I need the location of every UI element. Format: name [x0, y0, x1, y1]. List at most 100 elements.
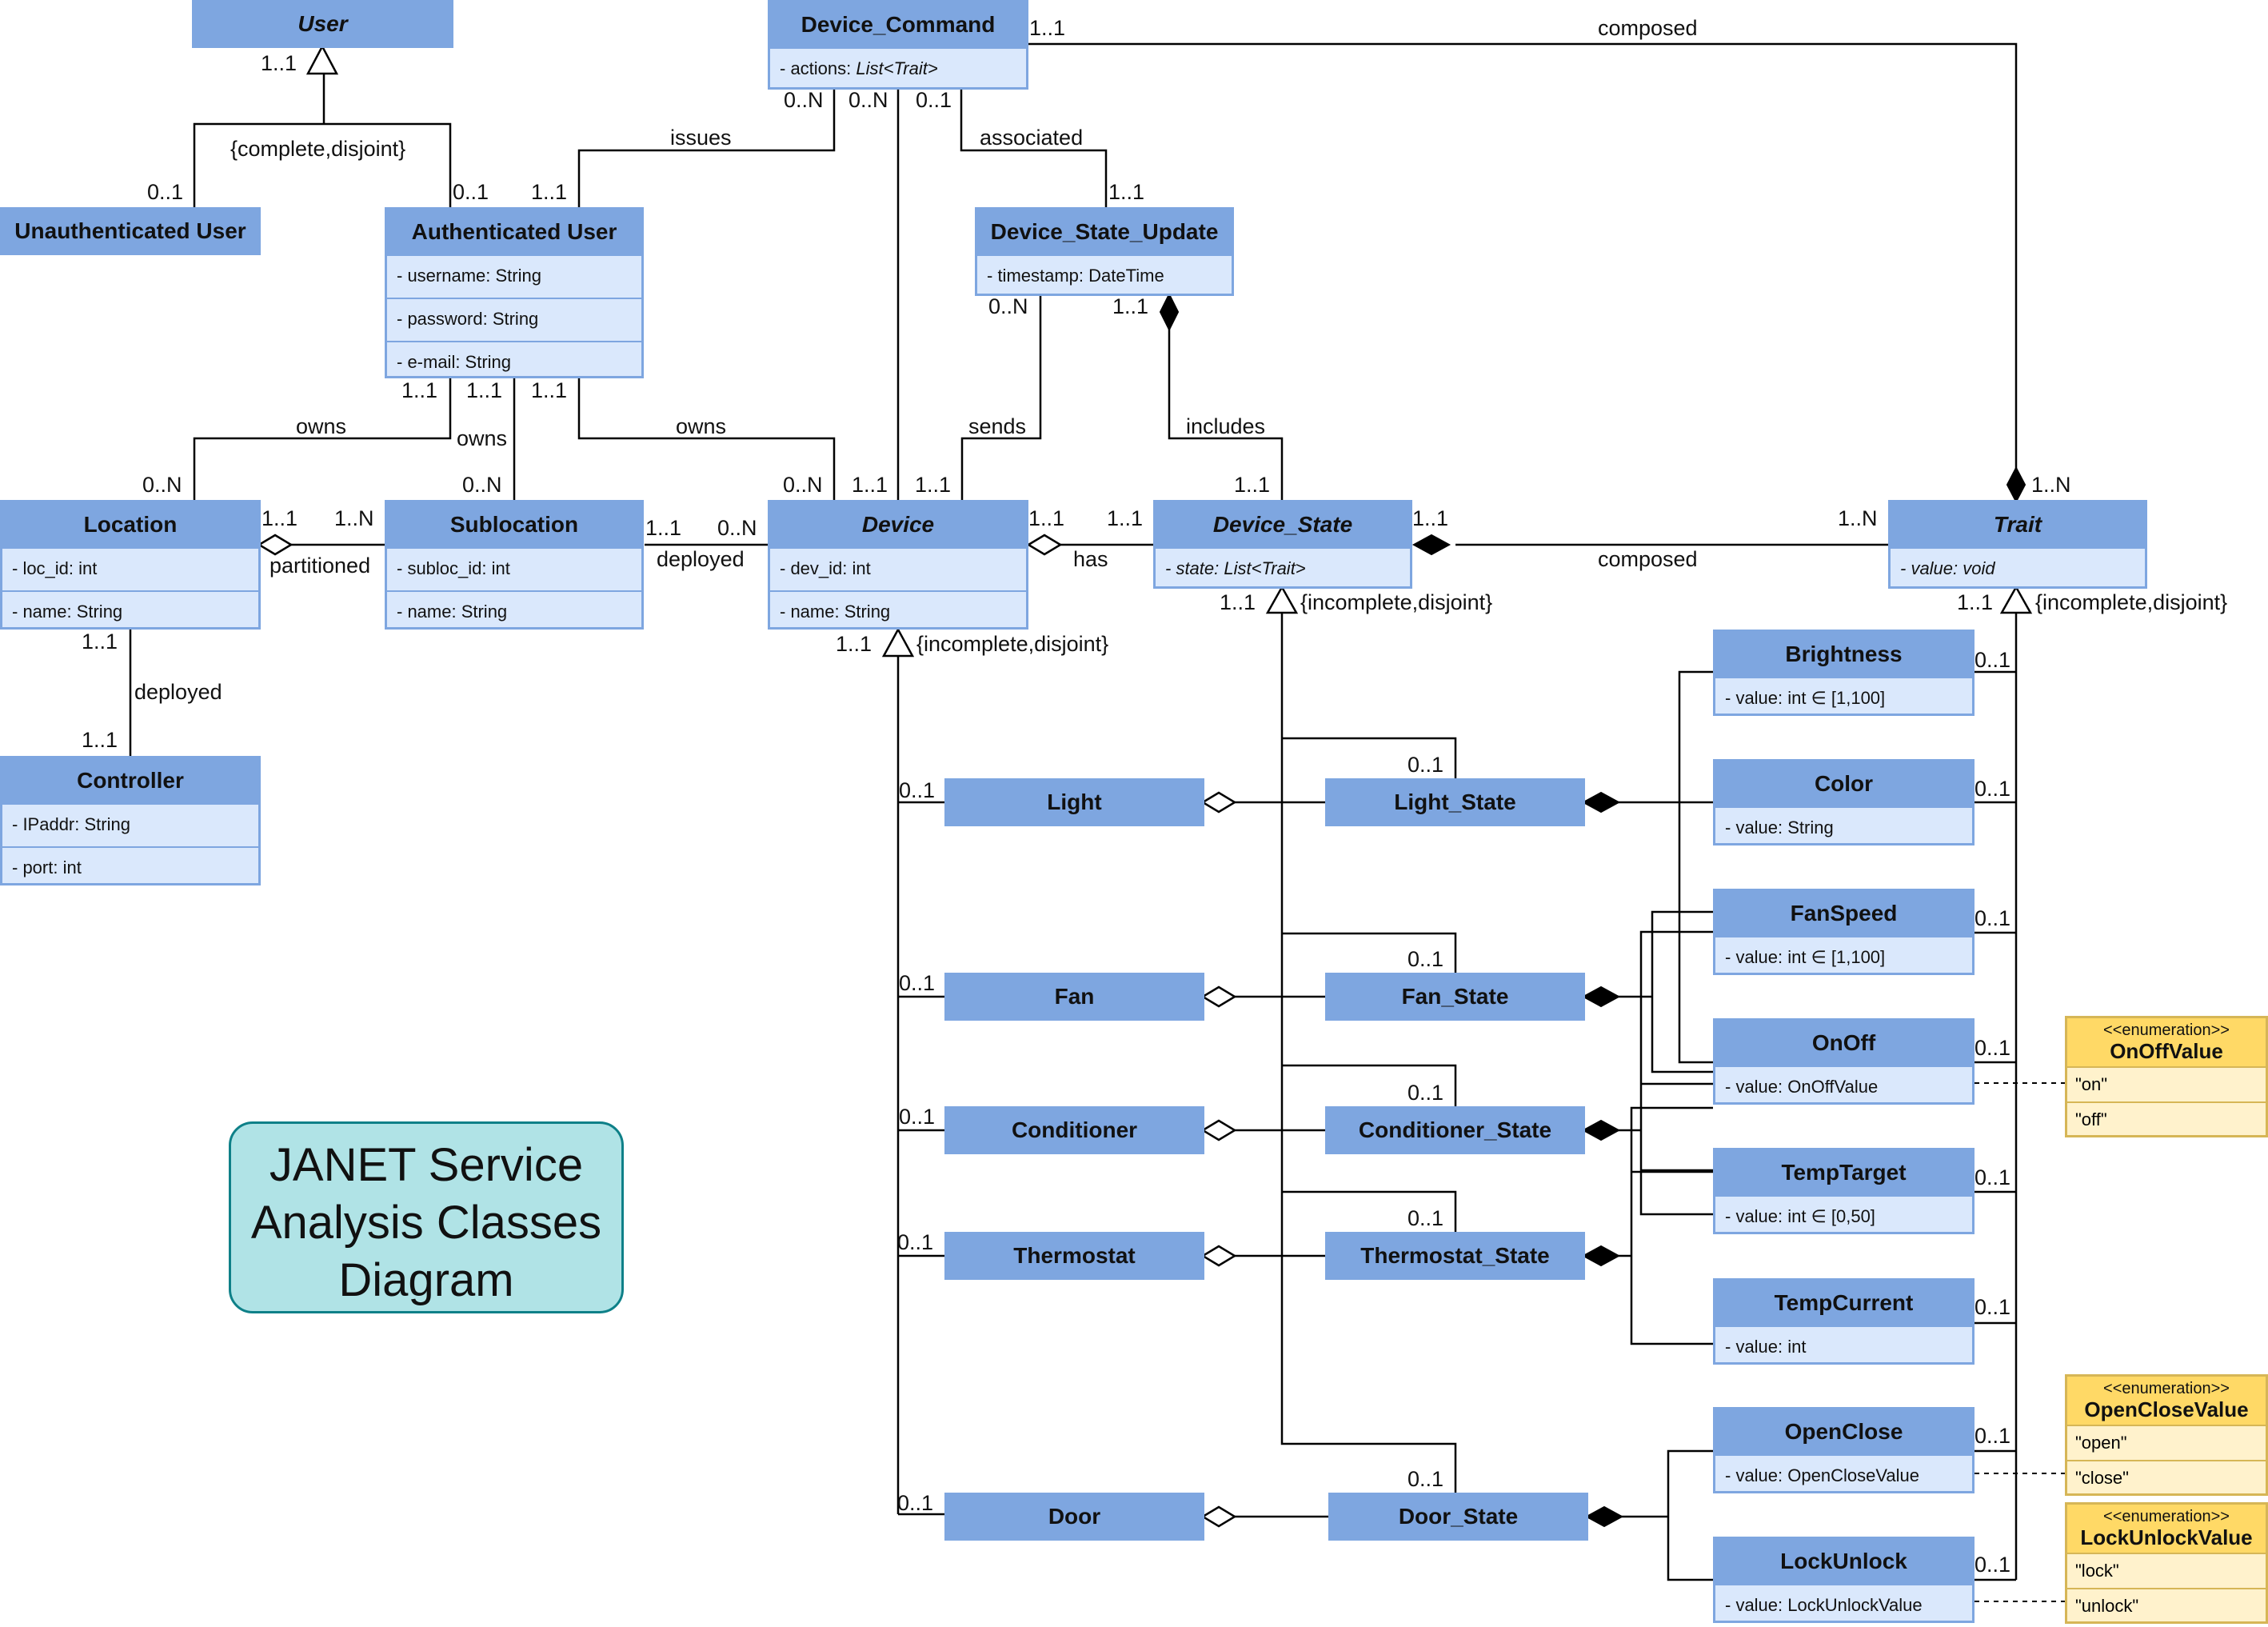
multiplicity: 1..1 [1234, 473, 1271, 497]
multiplicity: 0..1 [897, 1491, 934, 1515]
multiplicity: 0..1 [1408, 753, 1444, 777]
multiplicity: 1..1 [82, 728, 118, 752]
class-fanspeed[interactable]: FanSpeed - value: int ∈ [1,100] [1713, 889, 1975, 975]
generalization-triangle-trait [1999, 585, 2033, 614]
class-name: FanSpeed [1715, 891, 1972, 936]
label-partitioned: partitioned [270, 554, 371, 578]
multiplicity: 0..N [783, 473, 823, 497]
class-user[interactable]: User [192, 0, 453, 48]
class-name: Door_State [1331, 1495, 1586, 1538]
enum-openclosevalue[interactable]: <<enumeration>> OpenCloseValue "open" "c… [2065, 1374, 2268, 1496]
attribute: - loc_id: int [2, 547, 258, 590]
multiplicity: 1..1 [836, 632, 872, 656]
associated-line [960, 90, 1108, 210]
composition-diamond-command-trait [2006, 466, 2026, 504]
enum-header: <<enumeration>> OpenCloseValue [2067, 1377, 2266, 1425]
multiplicity: 0..1 [1408, 1081, 1444, 1105]
class-onoff[interactable]: OnOff - value: OnOffValue [1713, 1018, 1975, 1105]
composition-diamond-fan-state [1581, 985, 1621, 1008]
multiplicity: 0..N [988, 294, 1028, 318]
label-incomplete-disjoint-state: {incomplete,disjoint} [1300, 590, 1493, 614]
enum-literal: "close" [2067, 1460, 2266, 1495]
class-name: Fan [947, 975, 1202, 1018]
attribute: - value: int [1715, 1325, 1972, 1369]
attribute-prefix: - actions: [780, 58, 856, 78]
label-complete-disjoint: {complete,disjoint} [230, 137, 406, 161]
multiplicity: 1..N [2031, 473, 2071, 497]
class-brightness[interactable]: Brightness - value: int ∈ [1,100] [1713, 630, 1975, 716]
attribute: - dev_id: int [770, 547, 1026, 590]
class-device-state-update[interactable]: Device_State_Update - timestamp: DateTim… [975, 207, 1234, 296]
class-door[interactable]: Door [944, 1493, 1204, 1541]
class-authenticated-user[interactable]: Authenticated User - username: String - … [385, 207, 644, 378]
class-name: Door [947, 1495, 1202, 1538]
class-color[interactable]: Color - value: String [1713, 759, 1975, 845]
class-conditioner[interactable]: Conditioner [944, 1106, 1204, 1154]
attribute: - timestamp: DateTime [977, 254, 1232, 298]
enum-onoffvalue[interactable]: <<enumeration>> OnOffValue "on" "off" [2065, 1016, 2268, 1137]
command-trait-composition-line [1025, 42, 2018, 470]
class-openclose[interactable]: OpenClose - value: OpenCloseValue [1713, 1407, 1975, 1493]
attribute: - e-mail: String [387, 341, 641, 384]
class-controller[interactable]: Controller - IPaddr: String - port: int [0, 756, 261, 885]
class-trait[interactable]: Trait - value: void [1888, 500, 2147, 589]
class-tempcurrent[interactable]: TempCurrent - value: int [1713, 1278, 1975, 1365]
class-door-state[interactable]: Door_State [1328, 1493, 1588, 1541]
multiplicity: 0..1 [897, 1230, 934, 1254]
class-thermostat[interactable]: Thermostat [944, 1232, 1204, 1280]
class-sublocation[interactable]: Sublocation - subloc_id: int - name: Str… [385, 500, 644, 630]
label-includes: includes [1186, 414, 1266, 438]
class-temptarget[interactable]: TempTarget - value: int ∈ [0,50] [1713, 1148, 1975, 1234]
fan-state-composition-lines [1617, 910, 1713, 1073]
class-device-command[interactable]: Device_Command - actions: List<Trait> [768, 0, 1028, 90]
multiplicity: 0..N [849, 88, 888, 112]
composition-diamond-conditioner-state [1581, 1119, 1621, 1141]
class-name: Authenticated User [387, 210, 641, 254]
class-light-state[interactable]: Light_State [1325, 778, 1585, 826]
class-name: Controller [2, 758, 258, 803]
class-name: Device_State [1156, 502, 1410, 547]
class-lockunlock[interactable]: LockUnlock - value: LockUnlockValue [1713, 1537, 1975, 1623]
class-location[interactable]: Location - loc_id: int - name: String [0, 500, 261, 630]
label-owns-location: owns [296, 414, 347, 438]
class-unauthenticated-user[interactable]: Unauthenticated User [0, 207, 261, 255]
class-light[interactable]: Light [944, 778, 1204, 826]
owns-location-line [193, 378, 452, 502]
multiplicity: 1..1 [1957, 590, 1994, 614]
class-conditioner-state[interactable]: Conditioner_State [1325, 1106, 1585, 1154]
attribute: - port: int [2, 846, 258, 889]
enum-header: <<enumeration>> LockUnlockValue [2067, 1505, 2266, 1553]
class-device-state[interactable]: Device_State - state: List<Trait> [1153, 500, 1412, 589]
label-composed-state: composed [1598, 547, 1698, 571]
class-fan[interactable]: Fan [944, 973, 1204, 1021]
attribute: - name: String [770, 590, 1026, 634]
aggregation-diamond-fan [1200, 985, 1237, 1008]
label-has: has [1073, 547, 1108, 571]
multiplicity: 1..1 [262, 506, 298, 530]
multiplicity: 0..1 [1975, 1424, 2011, 1448]
multiplicity: 0..1 [147, 180, 184, 204]
attribute: - value: OnOffValue [1715, 1065, 1972, 1109]
class-name: Brightness [1715, 632, 1972, 677]
attribute: - password: String [387, 298, 641, 341]
multiplicity: 1..N [1838, 506, 1878, 530]
multiplicity: 0..1 [899, 778, 936, 802]
enum-literal: "lock" [2067, 1553, 2266, 1588]
composition-diamond-state-trait [1412, 534, 1451, 556]
attribute: - actions: List<Trait> [770, 47, 1026, 90]
class-thermostat-state[interactable]: Thermostat_State [1325, 1232, 1585, 1280]
aggregation-diamond-partitioned [257, 534, 293, 556]
composition-diamond-light-state [1581, 791, 1621, 814]
enum-lockunlockvalue[interactable]: <<enumeration>> LockUnlockValue "lock" "… [2065, 1502, 2268, 1624]
aggregation-diamond-thermostat [1200, 1245, 1237, 1267]
multiplicity: 0..1 [1408, 1467, 1444, 1491]
class-name: Device_State_Update [977, 210, 1232, 254]
issues-line [577, 90, 836, 210]
multiplicity: 0..1 [1975, 648, 2011, 672]
generalization-triangle-device [881, 627, 915, 658]
multiplicity: 1..1 [401, 378, 438, 402]
enum-stereotype: <<enumeration>> [2103, 1380, 2230, 1397]
class-device[interactable]: Device - dev_id: int - name: String [768, 500, 1028, 630]
attribute: - value: void [1891, 547, 2145, 590]
class-fan-state[interactable]: Fan_State [1325, 973, 1585, 1021]
